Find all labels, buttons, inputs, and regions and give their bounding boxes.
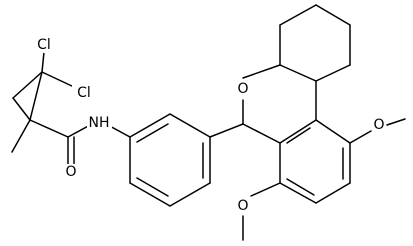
bond-ar-3 xyxy=(315,182,351,204)
bond-cp-carbonyl xyxy=(29,119,69,138)
bond-ome-lower-1 xyxy=(250,182,281,197)
atom-ome-lower-label: O xyxy=(237,198,248,214)
bond-ome-upper-1 xyxy=(349,130,372,144)
bond-ome-upper-2 xyxy=(386,118,406,126)
atom-ome-lower: O xyxy=(236,198,250,215)
benzene-ring-meta xyxy=(129,113,211,207)
bond-ar-inner-c xyxy=(286,178,315,196)
bond-c4a-c10b xyxy=(279,64,317,82)
dimethoxy-benzene-ring xyxy=(279,119,351,204)
cyclopropane-ring xyxy=(12,71,43,121)
atom-cl-upper: Cl xyxy=(32,36,54,53)
bond-ph-inner-a xyxy=(136,123,169,143)
atom-cl-upper-label: Cl xyxy=(37,37,51,53)
bond-ar-6 xyxy=(279,119,317,144)
bond-ph-inner-c xyxy=(136,177,169,197)
atom-amide-o: O xyxy=(64,164,78,181)
bond-c6-c6a xyxy=(242,123,281,144)
bond-methyl xyxy=(11,119,31,153)
bond-ar-inner-a xyxy=(286,127,311,144)
atom-amide-o-label: O xyxy=(65,164,76,180)
bond-chx-2 xyxy=(279,4,317,26)
bond-ar-4 xyxy=(279,182,317,204)
bond-cp-c3-c1 xyxy=(12,97,31,121)
atom-ome-upper-label: O xyxy=(373,117,384,133)
bond-ph-5-6 xyxy=(129,182,171,207)
bond-ar-1 xyxy=(315,119,351,144)
bond-o5-c4a xyxy=(242,64,281,79)
cyclohexane-ring xyxy=(279,4,351,82)
bond-c-cl-lower xyxy=(41,71,75,88)
bond-c-cl-upper xyxy=(41,51,45,73)
atom-cl-lower-label: Cl xyxy=(77,85,91,101)
bond-chx-5 xyxy=(315,64,351,82)
atom-ome-upper: O xyxy=(372,117,386,134)
atom-ring-o: O xyxy=(236,80,250,97)
bond-ph-2-3 xyxy=(169,113,211,138)
bond-aryl-c6 xyxy=(209,123,244,138)
bond-chx-3 xyxy=(315,4,351,26)
atom-amide-nh-label: NH xyxy=(89,115,110,131)
bond-ph-4-5 xyxy=(169,182,211,207)
atom-amide-nh: NH xyxy=(87,115,112,132)
atom-ring-o-label: O xyxy=(237,81,248,97)
atom-cl-lower: Cl xyxy=(72,85,94,102)
bond-cp-c2-c3 xyxy=(12,71,43,99)
bond-cp-c1-c2 xyxy=(29,71,43,121)
bond-ph-1-2 xyxy=(129,113,171,138)
